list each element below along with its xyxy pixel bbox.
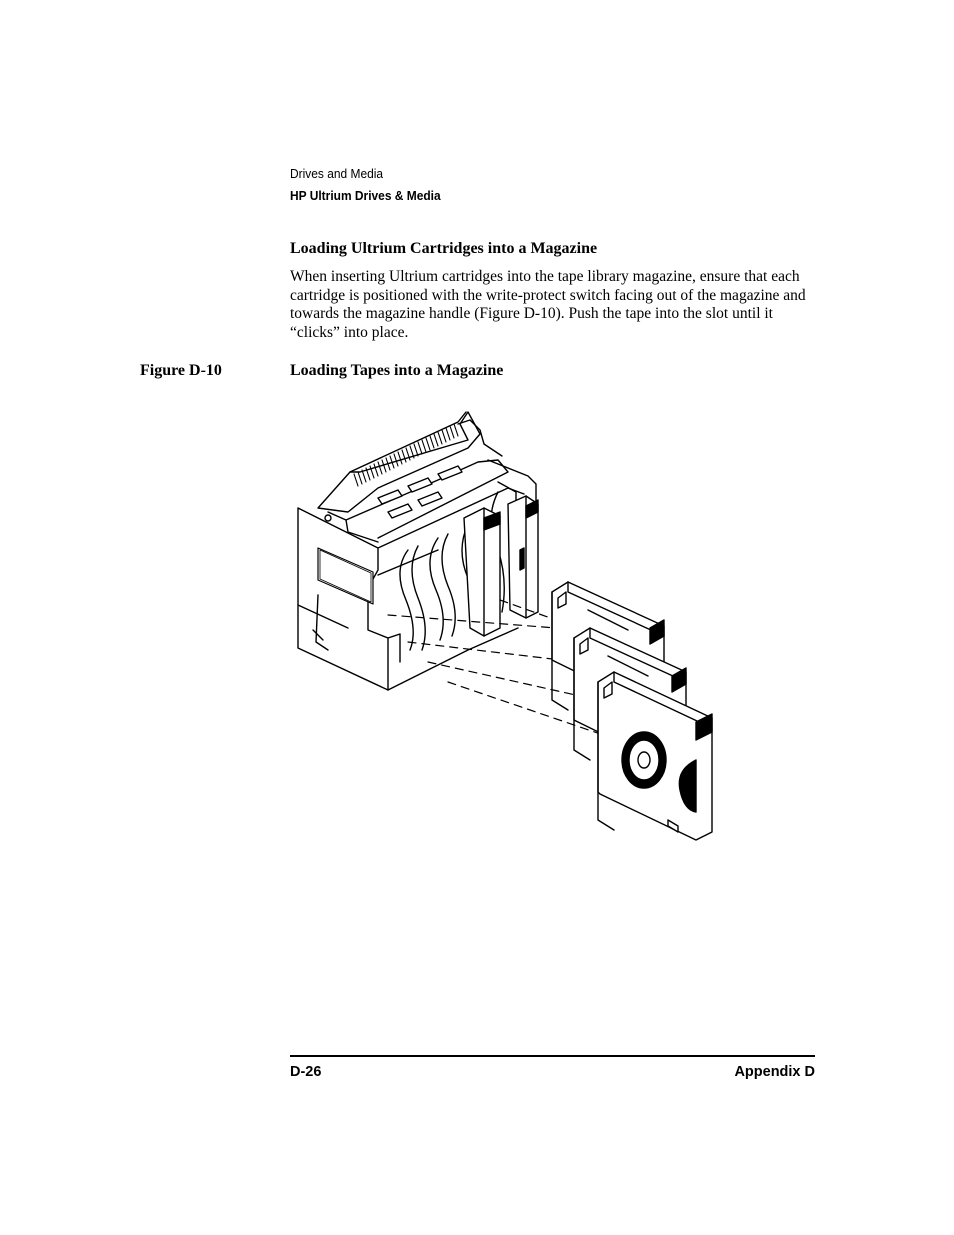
magazine-handle [317, 411, 509, 543]
section-heading: Loading Ultrium Cartridges into a Magazi… [290, 240, 598, 257]
running-header-section: HP Ultrium Drives & Media [290, 188, 441, 203]
magazine-side-panel [297, 507, 389, 691]
tape-magazine-illustration [288, 400, 718, 860]
footer-appendix: Appendix D [734, 1064, 815, 1080]
figure-title: Loading Tapes into a Magazine [290, 362, 504, 379]
alignment-guides [387, 599, 619, 741]
running-header-chapter: Drives and Media [290, 166, 384, 181]
body-paragraph: When inserting Ultrium cartridges into t… [290, 268, 806, 342]
figure-number: Figure D-10 [140, 362, 222, 379]
loaded-cartridges [463, 495, 539, 637]
footer-rule [290, 1055, 815, 1057]
cartridge-3 [597, 671, 713, 841]
page-number: D-26 [290, 1064, 322, 1080]
